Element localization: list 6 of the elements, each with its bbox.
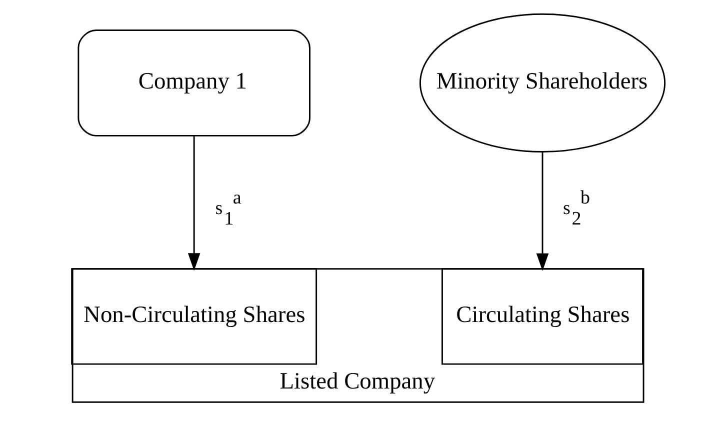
arrow bbox=[536, 152, 549, 271]
node-box: Circulating Shares bbox=[442, 268, 644, 365]
node-box: Company 1 bbox=[78, 30, 310, 136]
node-ellipse: Minority Shareholders bbox=[419, 13, 666, 153]
arrow bbox=[188, 136, 200, 271]
node-box: Non-Circulating Shares bbox=[71, 268, 318, 365]
